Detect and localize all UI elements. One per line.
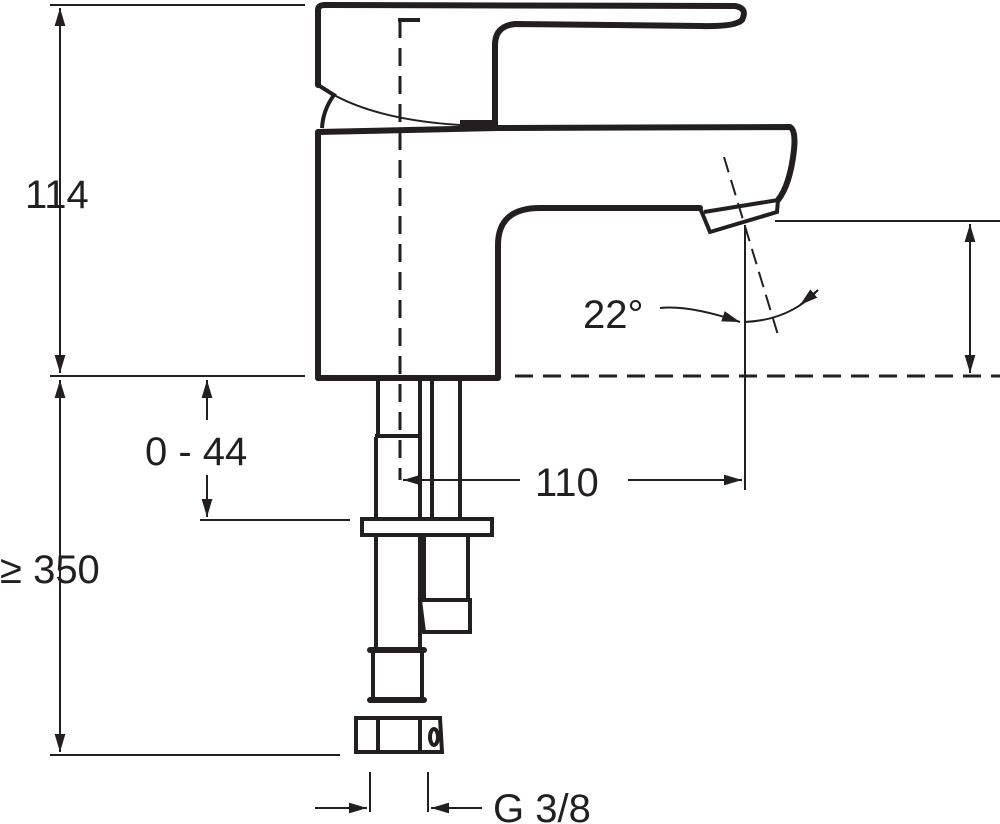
dimension-114: 114	[25, 4, 305, 377]
faucet-body	[315, 124, 798, 381]
dimension-thread: G 3/8	[315, 772, 591, 824]
label-g-3-8: G 3/8	[493, 787, 591, 824]
supply-hoses	[354, 380, 494, 754]
dimension-110: 110	[403, 225, 746, 505]
dimension-spout-height	[775, 220, 1000, 373]
label-22-degrees: 22°	[583, 293, 644, 337]
label-110: 110	[535, 461, 599, 505]
label-114: 114	[25, 173, 89, 217]
label-0-44: 0 - 44	[145, 430, 247, 474]
lever-handle	[315, 2, 747, 131]
dimension-angle: 22°	[583, 156, 819, 337]
dimension-deck-thickness: 0 - 44	[145, 380, 350, 521]
dimension-350: ≥ 350	[0, 380, 340, 756]
label-350: ≥ 350	[0, 548, 100, 592]
